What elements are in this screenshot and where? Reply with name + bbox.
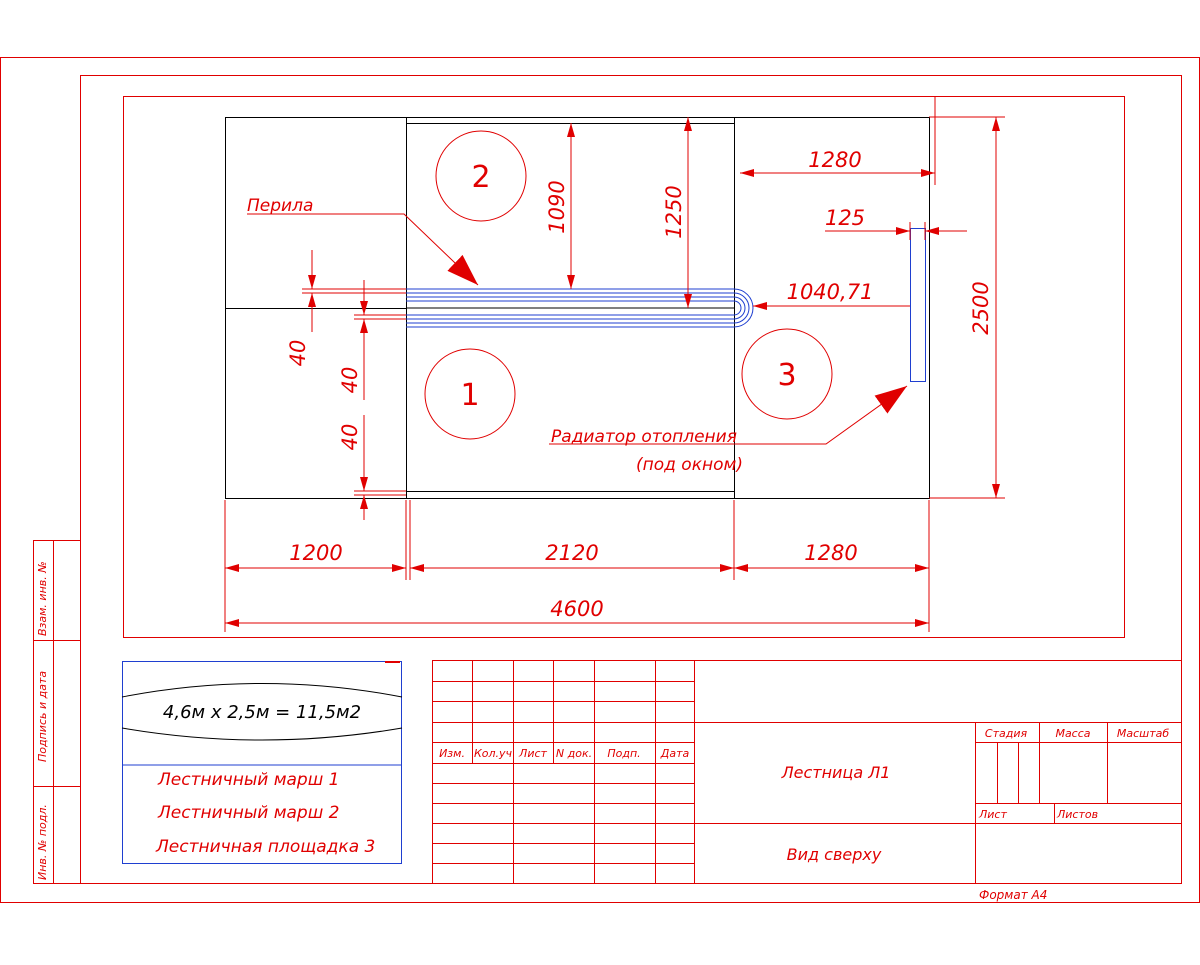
- dim-text-125: 125: [825, 206, 865, 230]
- inner-border: [80, 75, 1182, 884]
- side-stamp-inventory: Инв. № подл.: [36, 804, 49, 880]
- stamp-stage-label: Стадия: [985, 727, 1028, 740]
- stamp-mass-label: Масса: [1055, 727, 1090, 740]
- legend-frame: [122, 661, 402, 864]
- leader-handrail: [247, 213, 479, 286]
- dim-text-2120: 2120: [545, 541, 598, 565]
- dim-text-40-a: 40: [286, 340, 310, 367]
- side-stamp-replace: Взам. инв. №: [36, 561, 49, 636]
- area-callout-top: [121, 683, 403, 698]
- label-radiator-note: (под окном): [636, 455, 743, 475]
- stamp-col-change: Изм.: [439, 747, 465, 760]
- dim-text-40-c: 40: [338, 424, 362, 451]
- handrail-inner: [406, 300, 742, 316]
- area-formula: 4,6м x 2,5м = 11,5м2: [163, 702, 361, 723]
- stamp-subtitle: Вид сверху: [787, 845, 882, 864]
- title-block: [432, 660, 1182, 884]
- area-callout-bottom: [121, 727, 403, 741]
- stamp-sheets-label: Листов: [1056, 808, 1098, 821]
- legend-item-3: Лестничная площадка 3: [155, 837, 375, 857]
- dim-text-1250: 1250: [662, 185, 686, 238]
- dimension-lines: [224, 97, 1005, 632]
- drawing-area-frame: [123, 96, 1125, 638]
- stamp-format: Формат А4: [979, 888, 1047, 902]
- stamp-col-doc: N док.: [556, 747, 592, 760]
- legend-item-2: Лестничный марш 2: [157, 803, 340, 823]
- stamp-col-sign: Подп.: [607, 747, 640, 760]
- stamp-col-count: Кол.уч: [474, 747, 513, 760]
- stamp-col-date: Дата: [660, 747, 690, 760]
- legend-item-1: Лестничный марш 1: [157, 770, 340, 790]
- dim-text-4600: 4600: [550, 597, 603, 621]
- side-stamp: [33, 540, 81, 884]
- zone-circle-3: [741, 328, 833, 420]
- stamp-scale-label: Масштаб: [1117, 727, 1169, 740]
- label-radiator: Радиатор отопления: [551, 427, 737, 447]
- zone-number-2: 2: [471, 160, 490, 195]
- stamp-sheet-label: Лист: [978, 808, 1007, 821]
- handrail-2: [406, 292, 750, 324]
- stamp-col-sheet: Лист: [518, 747, 547, 760]
- handrail: [406, 228, 926, 382]
- label-handrail: Перила: [247, 196, 313, 216]
- side-stamp-signature: Подпись и дата: [36, 671, 49, 762]
- dim-text-1280-bottom: 1280: [804, 541, 857, 565]
- dim-text-2500: 2500: [969, 281, 993, 334]
- dim-text-1200: 1200: [289, 541, 342, 565]
- zone-circle-1: [424, 348, 516, 440]
- zone-number-3: 3: [777, 358, 796, 393]
- dim-text-1040: 1040,71: [787, 280, 874, 304]
- legend-box: 4,6м x 2,5м = 11,5м2 Лестничный марш 1 Л…: [121, 661, 403, 864]
- radiator-shape: [910, 228, 926, 382]
- handrail-outer: [406, 288, 754, 328]
- zone-markers: [424, 130, 833, 440]
- handrail-3: [406, 296, 746, 320]
- leader-radiator: [549, 385, 908, 445]
- zone-number-1: 1: [460, 378, 479, 413]
- zone-circle-2: [435, 130, 527, 222]
- dim-text-1090: 1090: [545, 180, 569, 233]
- dim-text-1280-top: 1280: [808, 148, 861, 172]
- dim-text-40-b: 40: [338, 367, 362, 394]
- stamp-title: Лестница Л1: [781, 763, 891, 782]
